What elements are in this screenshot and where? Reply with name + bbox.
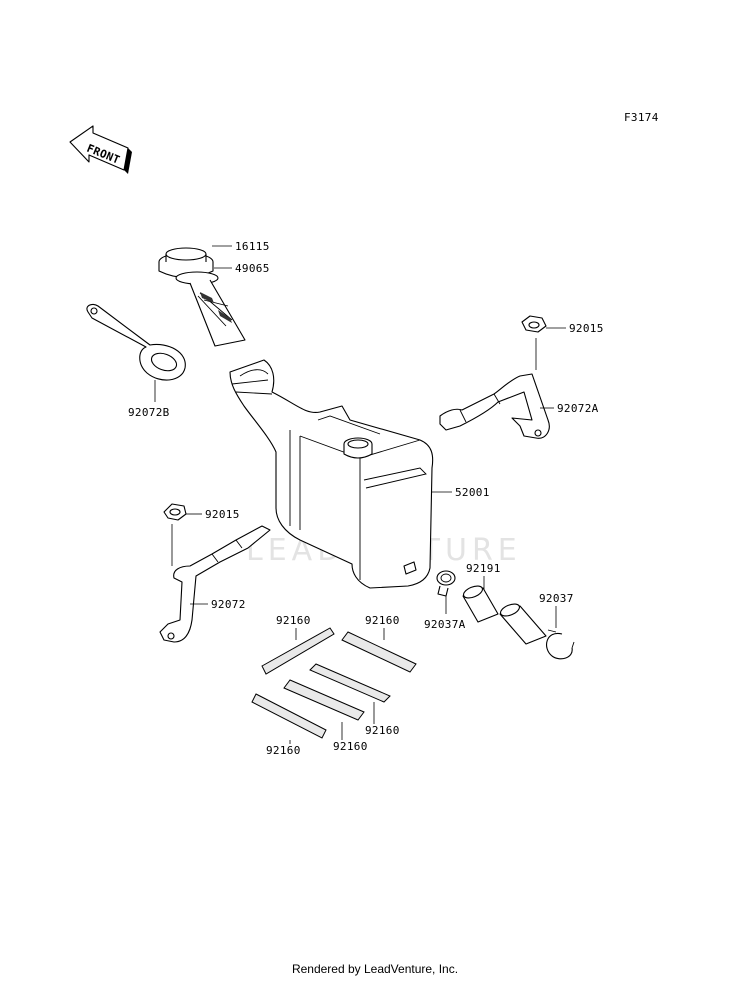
- callout-52001: 52001: [455, 486, 490, 499]
- fuel-tank: [229, 359, 434, 589]
- hose-clip: [546, 629, 575, 660]
- leader-lines: [154, 245, 566, 744]
- pad-3: [309, 663, 391, 703]
- callout-92015-left: 92015: [205, 508, 240, 521]
- figure-code: F3174: [624, 111, 659, 124]
- callout-92072B: 92072B: [128, 406, 170, 419]
- pad-2: [341, 631, 417, 673]
- filler-strainer: [175, 271, 246, 347]
- footer-credit: Rendered by LeadVenture, Inc.: [291, 962, 459, 976]
- callout-92160-b: 92160: [365, 614, 400, 627]
- callout-92072A: 92072A: [557, 402, 599, 415]
- fuel-cap: [158, 247, 214, 279]
- bracket-right: [439, 373, 550, 439]
- pad-5: [251, 693, 327, 739]
- rubber-strap: [86, 303, 186, 381]
- rubber-pads: [251, 627, 417, 739]
- callout-92037A: 92037A: [424, 618, 466, 631]
- callout-92072: 92072: [211, 598, 246, 611]
- callout-92037: 92037: [539, 592, 574, 605]
- callout-92160-d: 92160: [333, 740, 368, 753]
- callout-92160-e: 92160: [266, 744, 301, 757]
- fuel-hose: [462, 585, 547, 645]
- callout-92015-upper: 92015: [569, 322, 604, 335]
- pad-4: [283, 679, 365, 721]
- callout-92160-a: 92160: [276, 614, 311, 627]
- front-arrow-icon: FRONT: [69, 125, 132, 174]
- pad-1: [261, 627, 335, 675]
- bracket-left: [159, 525, 271, 643]
- callout-92160-c: 92160: [365, 724, 400, 737]
- nut-left: [163, 503, 187, 521]
- nut-upper: [521, 315, 547, 333]
- callout-92191: 92191: [466, 562, 501, 575]
- callout-16115: 16115: [235, 240, 270, 253]
- hose-clamp-small: [436, 570, 456, 597]
- callout-49065: 49065: [235, 262, 270, 275]
